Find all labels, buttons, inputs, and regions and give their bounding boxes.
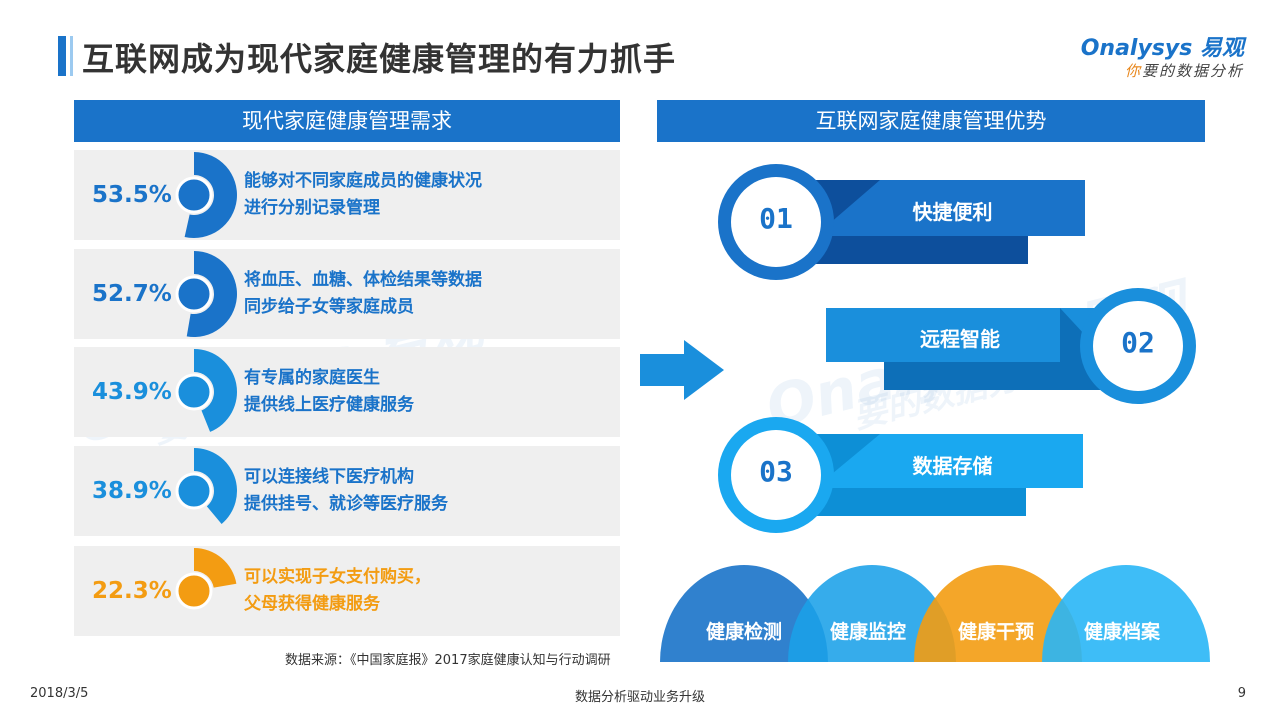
arch-label-3: 健康干预 [957,621,1034,643]
advantage-circle-inner-2 [1093,301,1183,391]
demand-category-line: 提供挂号、就诊等医疗服务 [244,494,448,514]
logo-slogan: 你要的数据分析 [1125,60,1244,81]
demand-card: 38.9% 可以连接线下医疗机构提供挂号、就诊等医疗服务 [74,446,620,536]
logo-slogan-first: 你 [1124,62,1142,80]
demand-value-label: 22.3% [92,578,172,604]
demand-gauge-dot [175,275,213,313]
demand-gauge-dot [175,176,213,214]
advantage-number-1: 01 [759,202,793,235]
demand-gauge [175,251,237,337]
arch-3 [914,565,1082,662]
demand-category-line: 可以连接线下医疗机构 [244,467,414,487]
demand-category-label: 可以连接线下医疗机构提供挂号、就诊等医疗服务 [244,464,448,518]
demand-category-line: 将血压、血糖、体检结果等数据 [244,270,482,290]
demand-category-line: 父母获得健康服务 [244,594,380,614]
title-accent-bar-thin [70,36,73,76]
demand-gauge-arc [186,251,237,337]
demand-card: 53.5% 能够对不同家庭成员的健康状况进行分别记录管理 [74,150,620,240]
arch-label-4: 健康档案 [1083,621,1160,643]
demand-category-label: 有专属的家庭医生提供线上医疗健康服务 [244,365,414,419]
title-accent-bar [58,36,66,76]
demand-category-line: 可以实现子女支付购买， [244,567,431,587]
arch-1 [660,565,828,662]
page-title: 互联网成为现代家庭健康管理的有力抓手 [82,40,677,78]
demand-gauge [175,349,237,432]
advantage-label-3: 数据存储 [912,454,993,478]
demand-gauge-arc [194,448,237,524]
footer-date: 2018/3/5 [30,686,89,701]
demand-gauge-arc [194,349,237,432]
demand-category-line: 能够对不同家庭成员的健康状况 [244,171,482,191]
demand-card: 52.7% 将血压、血糖、体检结果等数据同步给子女等家庭成员 [74,249,620,339]
demand-value-label: 53.5% [92,182,172,208]
health-services-arches [660,565,1210,662]
demand-card: 43.9% 有专属的家庭医生提供线上医疗健康服务 [74,347,620,437]
demand-category-label: 可以实现子女支付购买， 父母获得健康服务 [244,564,431,618]
right-section-header: 互联网家庭健康管理优势 [657,100,1205,142]
demand-card: 22.3% 可以实现子女支付购买， 父母获得健康服务 [74,546,620,636]
demand-category-line: 同步给子女等家庭成员 [244,297,414,317]
advantage-circle-inner-3 [731,430,821,520]
footer-slogan: 数据分析驱动业务升级 [574,690,705,705]
advantage-label-2: 远程智能 [920,327,1000,351]
left-section-header: 现代家庭健康管理需求 [74,100,620,142]
page-number: 9 [1237,686,1246,701]
demand-category-label: 能够对不同家庭成员的健康状况进行分别记录管理 [244,168,482,222]
arch-label-1: 健康检测 [705,621,782,643]
arch-2 [788,565,956,662]
demand-value-label: 38.9% [92,478,172,504]
advantage-number-2: 02 [1121,326,1155,359]
demand-gauge-dot [175,572,213,610]
advantage-ribbon-shadow-1 [790,236,1028,264]
advantage-label-1: 快捷便利 [912,200,993,224]
demand-category-line: 进行分别记录管理 [244,198,380,218]
demand-gauge [175,548,237,610]
demand-gauge [175,152,237,238]
advantage-ribbon-shadow-2 [884,362,1110,390]
advantages-diagram [718,164,1196,533]
demand-gauge [175,448,237,524]
demand-value-label: 52.7% [92,281,172,307]
arch-4 [1042,565,1210,662]
arch-label-2: 健康监控 [829,621,906,643]
demand-category-label: 将血压、血糖、体检结果等数据同步给子女等家庭成员 [244,267,482,321]
right-arrow-icon [640,340,724,400]
demand-gauge-dot [175,472,213,510]
demand-category-line: 提供线上医疗健康服务 [244,395,414,415]
demand-gauge-arc [194,548,237,588]
advantage-number-3: 03 [759,455,793,488]
logo-brand: Onalysys 易观 [1080,36,1244,61]
demand-gauge-arc [184,152,237,238]
analysys-logo: Onalysys 易观 你要的数据分析 [1074,30,1244,80]
demand-gauge-dot [175,373,213,411]
demand-value-label: 43.9% [92,379,172,405]
advantage-circle-inner-1 [731,177,821,267]
advantage-ribbon-shadow-3 [790,488,1026,516]
data-source: 数据来源：《中国家庭报》2017家庭健康认知与行动调研 [285,653,611,668]
demand-category-line: 有专属的家庭医生 [244,368,380,388]
logo-slogan-rest: 要的数据分析 [1141,62,1244,80]
